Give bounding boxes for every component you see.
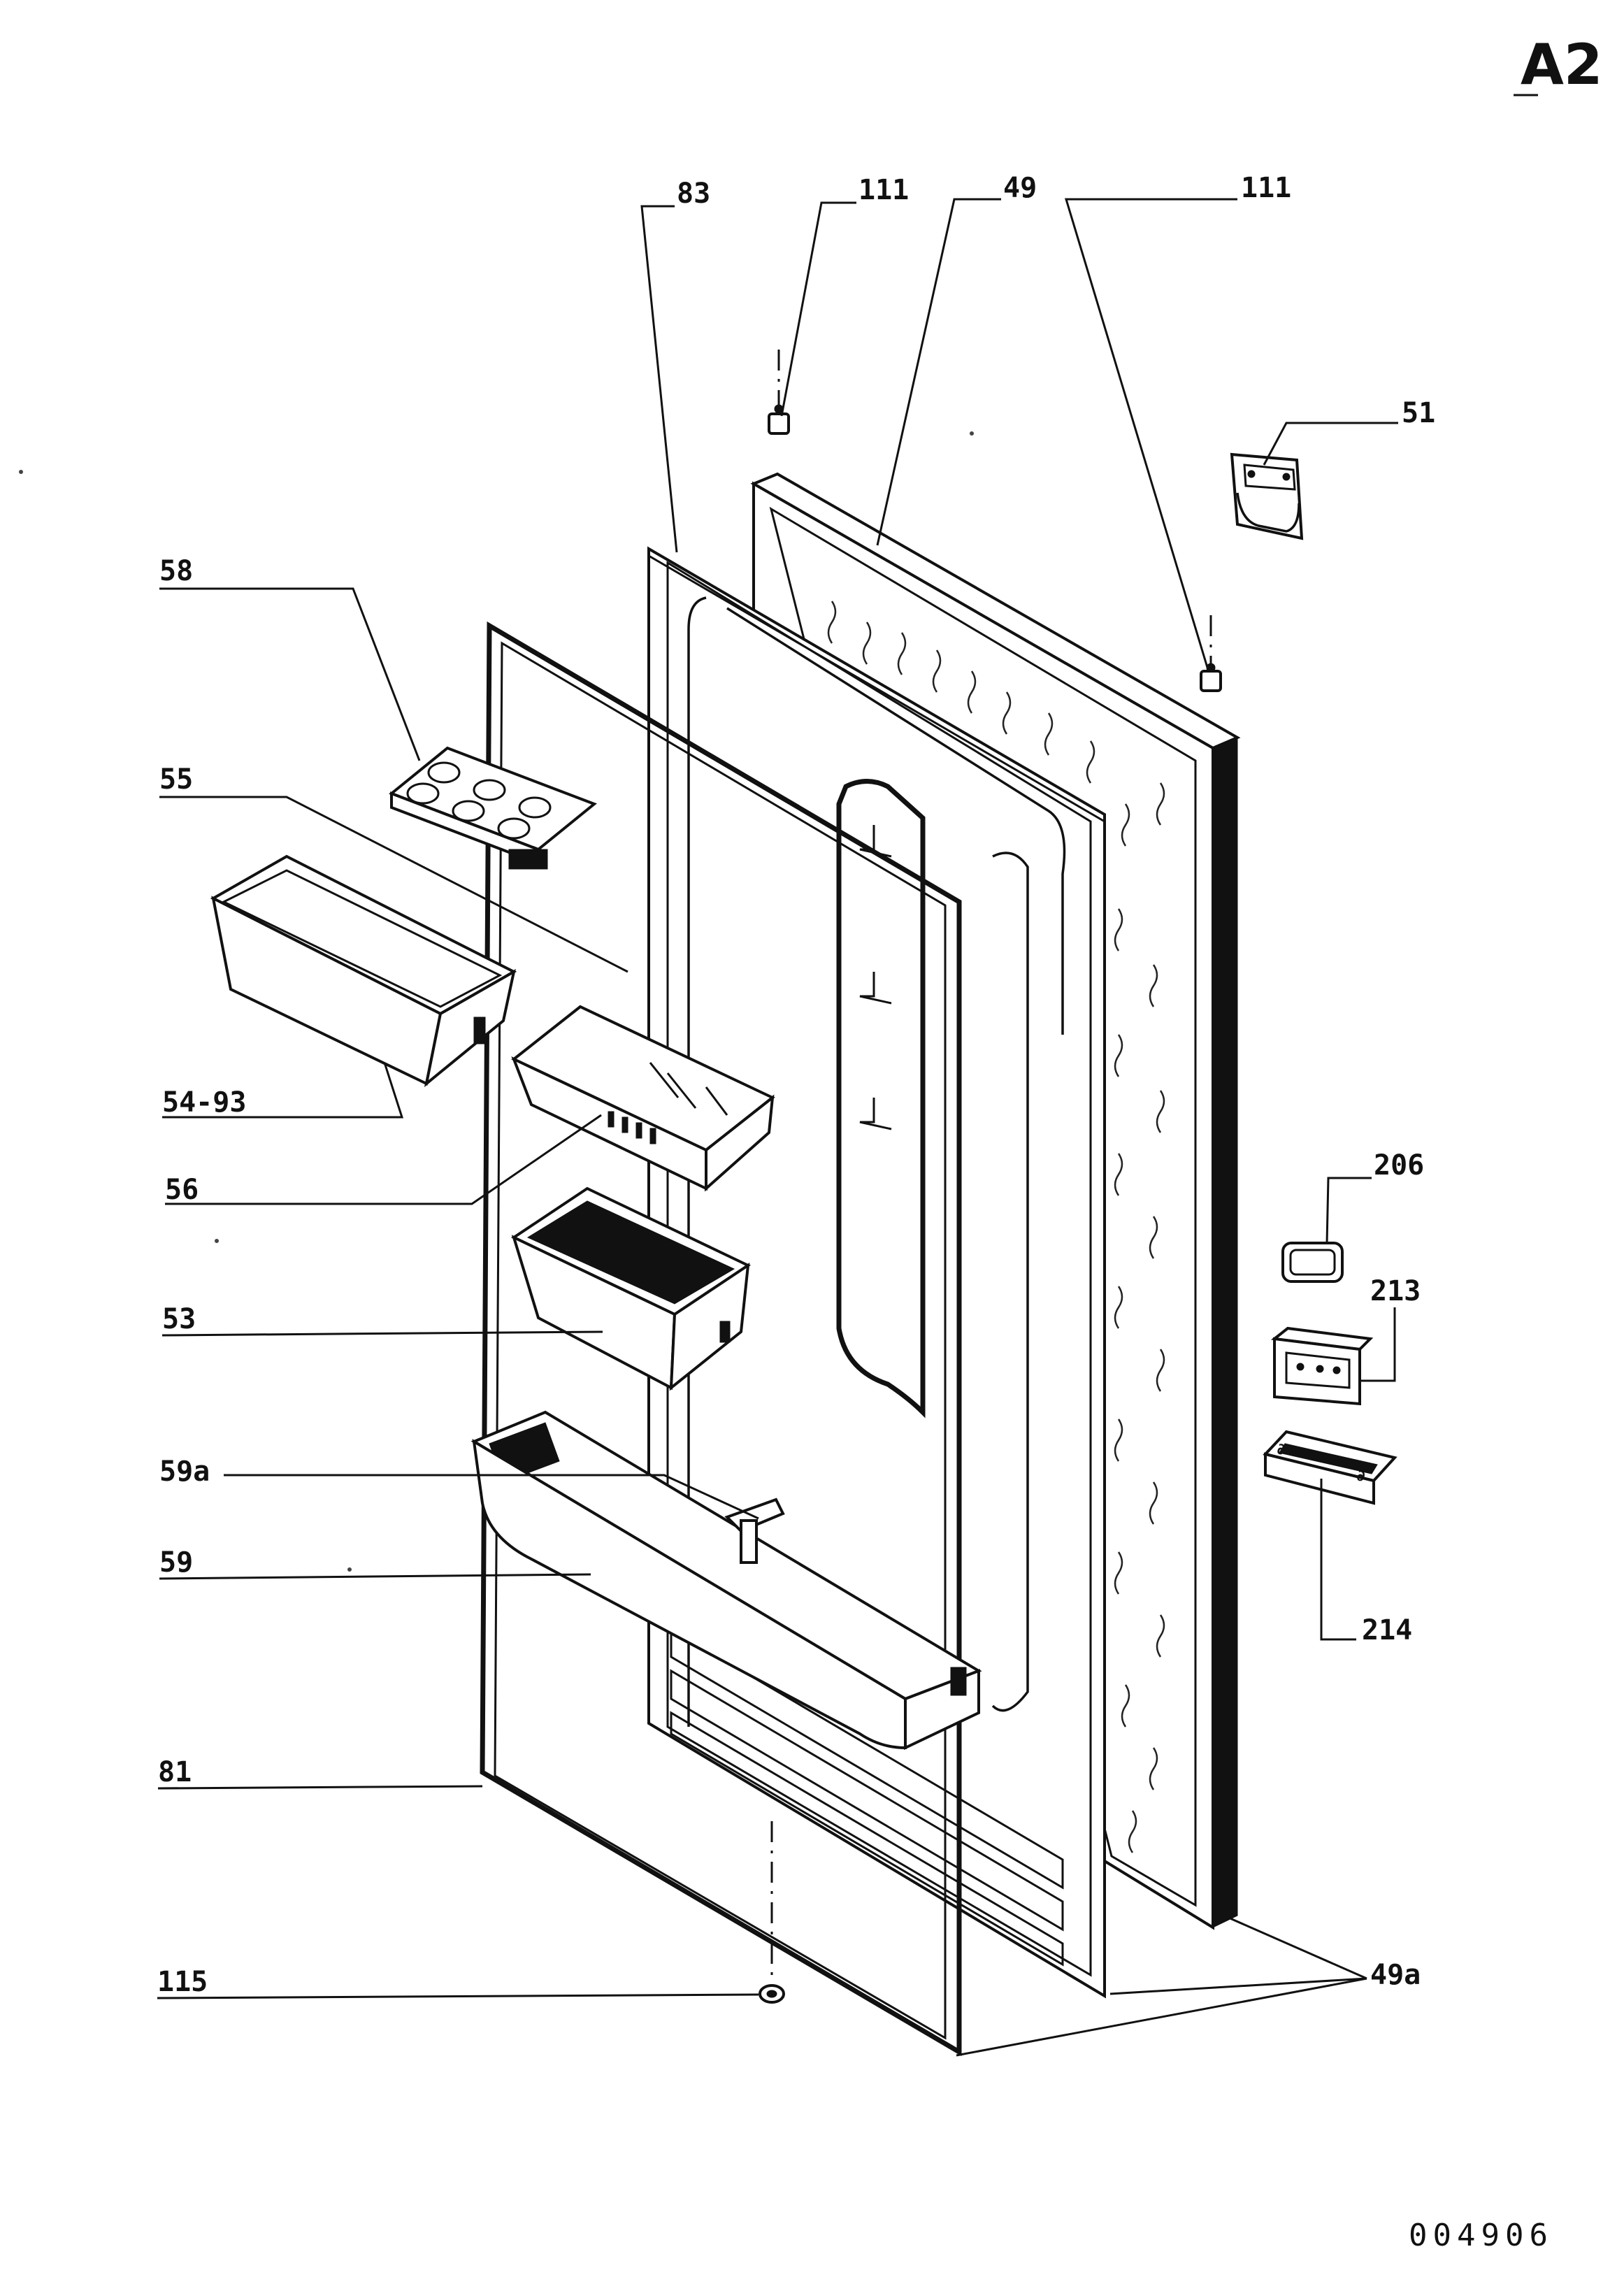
- label-81: 81: [158, 1756, 192, 1788]
- label-59a: 59a: [159, 1456, 210, 1488]
- egg-tray: [389, 746, 597, 870]
- label-59: 59: [159, 1546, 193, 1579]
- label-111-left: 111: [858, 174, 909, 206]
- part-214-marking-left: ∂: [1277, 1441, 1286, 1458]
- label-49a: 49a: [1370, 1959, 1421, 1991]
- hinge-bushing: [759, 1821, 785, 2004]
- shelf-53: [510, 1186, 752, 1391]
- callout-115: 115: [157, 1966, 759, 1999]
- callout-54-93: 54-93: [162, 1062, 404, 1119]
- label-54-93: 54-93: [162, 1086, 246, 1119]
- callout-59a: 59a: [159, 1456, 759, 1520]
- part-213: [1270, 1326, 1374, 1406]
- document-number: 004906: [1409, 2218, 1553, 2253]
- part-206: [1281, 1242, 1344, 1283]
- part-214-marking-right: ∂: [1356, 1467, 1365, 1485]
- label-53: 53: [162, 1303, 196, 1335]
- label-56: 56: [165, 1174, 199, 1206]
- label-111-right: 111: [1241, 172, 1291, 204]
- shelf-54-93: [210, 854, 517, 1088]
- insulation-waves: [827, 601, 1165, 1853]
- label-213: 213: [1370, 1275, 1421, 1307]
- callout-83: 83: [640, 178, 710, 553]
- label-83: 83: [677, 178, 710, 210]
- callout-213: 213: [1360, 1275, 1421, 1382]
- callout-81: 81: [157, 1756, 483, 1790]
- door-gasket: [480, 621, 962, 2057]
- callout-111-right: 111: [1064, 172, 1291, 670]
- label-55: 55: [159, 763, 193, 796]
- callout-56: 56: [165, 1114, 602, 1206]
- callout-49a: 49a: [956, 1916, 1421, 2057]
- label-49: 49: [1003, 172, 1037, 204]
- butter-compartment: [511, 1005, 775, 1192]
- label-51: 51: [1402, 397, 1435, 429]
- callout-214: 214: [1320, 1479, 1412, 1646]
- hinge-pin-top: [768, 350, 790, 435]
- callout-111-left: 111: [780, 174, 909, 417]
- label-115: 115: [157, 1966, 208, 1998]
- callout-55: 55: [159, 763, 628, 973]
- stop-pin: [724, 1497, 785, 1564]
- shelf-59: [470, 1410, 982, 1751]
- label-58: 58: [159, 555, 193, 587]
- hinge-bracket: [1230, 452, 1304, 540]
- callout-51: 51: [1263, 397, 1435, 466]
- sheet-id: A2: [1521, 32, 1603, 97]
- callout-49: 49: [876, 172, 1037, 546]
- scan-specks: [19, 431, 974, 1572]
- callout-59: 59: [159, 1546, 591, 1580]
- callout-53: 53: [161, 1303, 603, 1337]
- callout-206: 206: [1325, 1149, 1424, 1245]
- part-214: ∂ ∂: [1263, 1430, 1397, 1505]
- label-214: 214: [1362, 1614, 1412, 1646]
- callout-58: 58: [159, 555, 421, 761]
- hinge-pin-right: [1200, 615, 1222, 692]
- label-206: 206: [1374, 1149, 1424, 1181]
